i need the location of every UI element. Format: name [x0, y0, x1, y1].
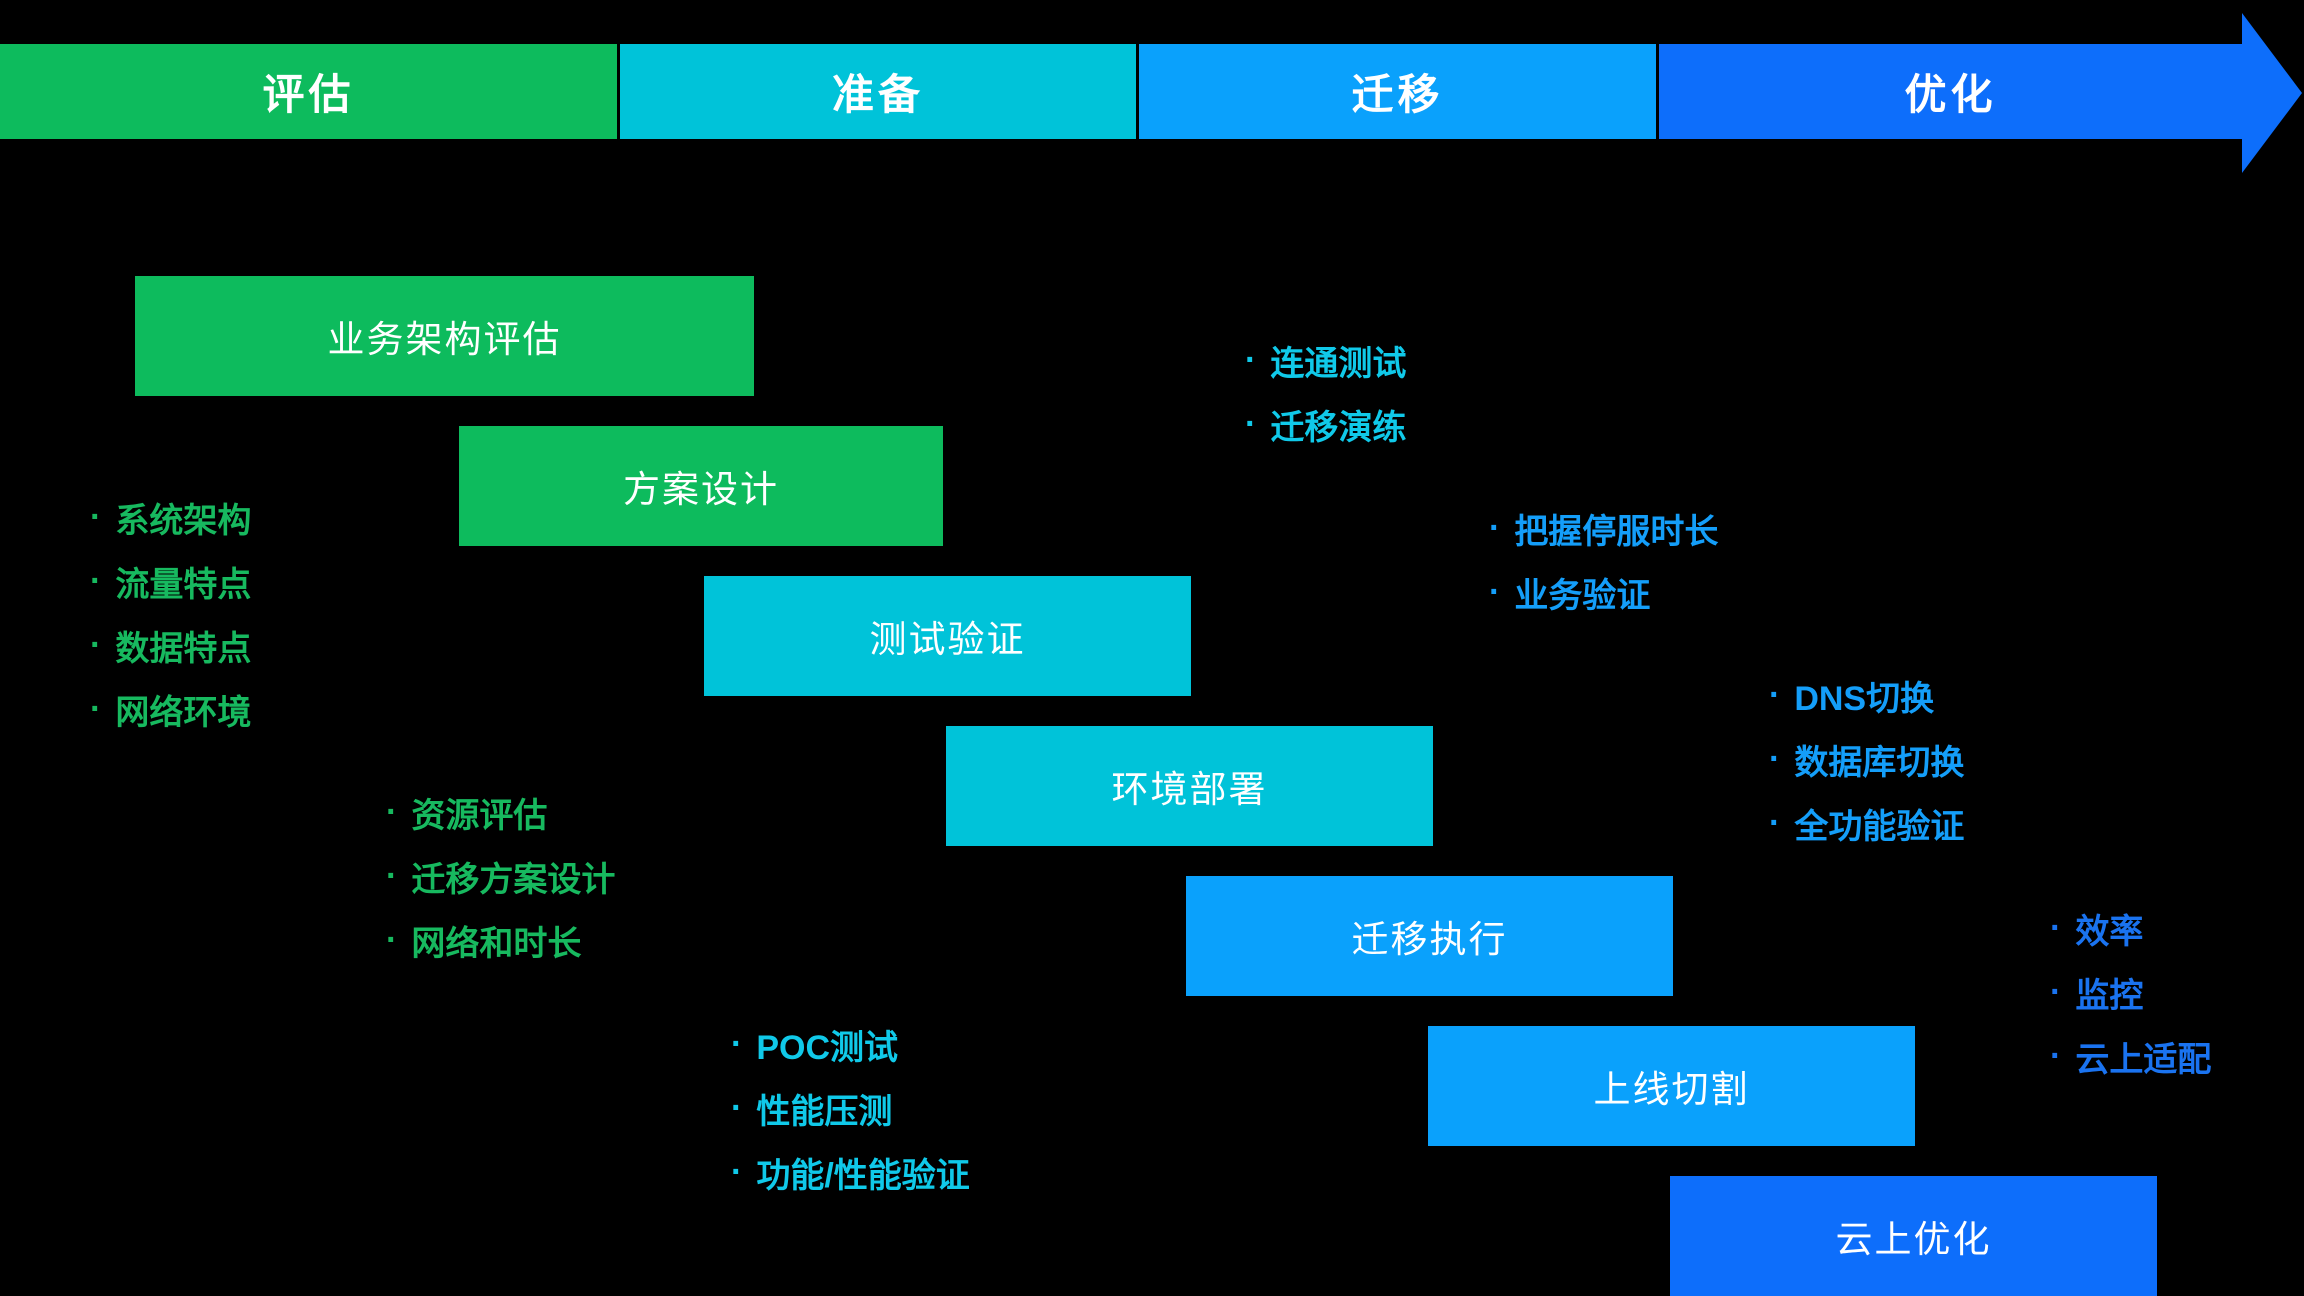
bullet-item: · 业务验证 [1489, 560, 1718, 624]
bullet-item: · 连通测试 [1245, 328, 1406, 392]
bullet-item: · 资源评估 [386, 780, 615, 844]
phase-label: 优化 [1904, 71, 1997, 118]
bullet-item: · DNS切换 [1769, 663, 1964, 727]
bullet-text: 功能/性能验证 [756, 1156, 970, 1195]
bullet-text: 网络和时长 [411, 924, 582, 963]
bullet-item: · 迁移演练 [1245, 392, 1406, 456]
bullet-dot: · [90, 561, 102, 600]
bullet-item: · 网络和时长 [386, 908, 615, 972]
task-box-cloud-optimization: 云上优化 [1670, 1176, 2157, 1296]
bullet-item: · 监控 [2050, 960, 2211, 1024]
task-box-label: 上线切割 [1593, 1069, 1750, 1110]
bullet-text: 系统架构 [115, 501, 252, 540]
bullet-text: 迁移方案设计 [411, 860, 616, 899]
bullet-dot: · [1769, 739, 1781, 778]
task-box-label: 测试验证 [869, 619, 1026, 660]
bullet-item: · 性能压测 [731, 1076, 970, 1140]
bullet-dot: · [1489, 508, 1501, 547]
bullet-dot: · [731, 1024, 743, 1063]
bullet-dot: · [386, 856, 398, 895]
task-box-label: 云上优化 [1835, 1219, 1992, 1260]
task-box-test-verification: 测试验证 [704, 576, 1191, 696]
task-box-environment-deployment: 环境部署 [946, 726, 1433, 846]
bullet-dot: · [731, 1152, 743, 1191]
bullet-text: 监控 [2075, 976, 2144, 1015]
bullet-group-environment-deployment: · 连通测试 · 迁移演练 [1245, 328, 1406, 456]
task-box-go-live-cutover: 上线切割 [1428, 1026, 1915, 1146]
bullet-item: · 全功能验证 [1769, 791, 1964, 855]
bullet-item: · 系统架构 [90, 485, 251, 549]
task-box-label: 方案设计 [623, 469, 779, 510]
bullet-item: · 数据特点 [90, 613, 251, 677]
phase-segment-migration: 迁移 [1139, 44, 1656, 139]
bullet-group-go-live-cutover: · DNS切换 · 数据库切换 · 全功能验证 [1769, 663, 1964, 855]
task-box-label: 迁移执行 [1351, 919, 1508, 960]
bullet-group-business-architecture-assessment: · 系统架构 · 流量特点 · 数据特点 · 网络环境 [90, 485, 251, 741]
bullet-dot: · [90, 625, 102, 664]
bullet-item: · 功能/性能验证 [731, 1140, 970, 1204]
phase-segment-optimization: 优化 [1659, 44, 2242, 139]
bullet-dot: · [386, 792, 398, 831]
task-box-label: 业务架构评估 [327, 319, 562, 360]
arrow-head-icon [2242, 13, 2302, 173]
phase-segment-assessment: 评估 [0, 44, 617, 139]
bullet-dot: · [2050, 908, 2062, 947]
bullet-text: 网络环境 [115, 693, 252, 732]
bullet-text: DNS切换 [1794, 679, 1935, 718]
bullet-group-test-verification: · POC测试 · 性能压测 · 功能/性能验证 [731, 1012, 970, 1204]
bullet-text: 迁移演练 [1270, 408, 1407, 447]
bullet-text: 流量特点 [115, 565, 252, 604]
bullet-text: 数据库切换 [1794, 743, 1965, 782]
bullet-item: · POC测试 [731, 1012, 970, 1076]
bullet-dot: · [1245, 340, 1257, 379]
task-box-solution-design: 方案设计 [459, 426, 943, 546]
bullet-dot: · [2050, 1036, 2062, 1075]
bullet-item: · 效率 [2050, 896, 2211, 960]
bullet-text: 效率 [2075, 912, 2144, 951]
bullet-item: · 数据库切换 [1769, 727, 1964, 791]
task-box-label: 环境部署 [1111, 769, 1268, 810]
bullet-dot: · [1769, 675, 1781, 714]
bullet-text: 云上适配 [2075, 1040, 2212, 1079]
bullet-item: · 把握停服时长 [1489, 496, 1718, 560]
bullet-dot: · [731, 1088, 743, 1127]
phase-label: 评估 [262, 71, 355, 118]
bullet-text: 数据特点 [115, 629, 252, 668]
bullet-text: POC测试 [756, 1028, 899, 1067]
bullet-text: 连通测试 [1270, 344, 1407, 383]
phase-label: 准备 [831, 71, 924, 118]
bullet-item: · 流量特点 [90, 549, 251, 613]
bullet-dot: · [90, 689, 102, 728]
bullet-item: · 迁移方案设计 [386, 844, 615, 908]
bullet-group-cloud-optimization: · 效率 · 监控 · 云上适配 [2050, 896, 2211, 1088]
bullet-item: · 云上适配 [2050, 1024, 2211, 1088]
bullet-dot: · [1769, 803, 1781, 842]
phase-label: 迁移 [1351, 71, 1444, 118]
phase-segment-preparation: 准备 [620, 44, 1136, 139]
bullet-dot: · [90, 497, 102, 536]
task-box-business-architecture-assessment: 业务架构评估 [135, 276, 754, 396]
bullet-text: 性能压测 [756, 1092, 893, 1131]
bullet-group-migration-execution: · 把握停服时长 · 业务验证 [1489, 496, 1718, 624]
bullet-dot: · [1489, 572, 1501, 611]
bullet-dot: · [1245, 404, 1257, 443]
bullet-group-solution-design: · 资源评估 · 迁移方案设计 · 网络和时长 [386, 780, 615, 972]
bullet-text: 资源评估 [411, 796, 548, 835]
bullet-item: · 网络环境 [90, 677, 251, 741]
bullet-dot: · [386, 920, 398, 959]
bullet-dot: · [2050, 972, 2062, 1011]
bullet-text: 全功能验证 [1794, 807, 1965, 846]
bullet-text: 把握停服时长 [1514, 512, 1719, 551]
task-box-migration-execution: 迁移执行 [1186, 876, 1673, 996]
bullet-text: 业务验证 [1514, 576, 1651, 615]
